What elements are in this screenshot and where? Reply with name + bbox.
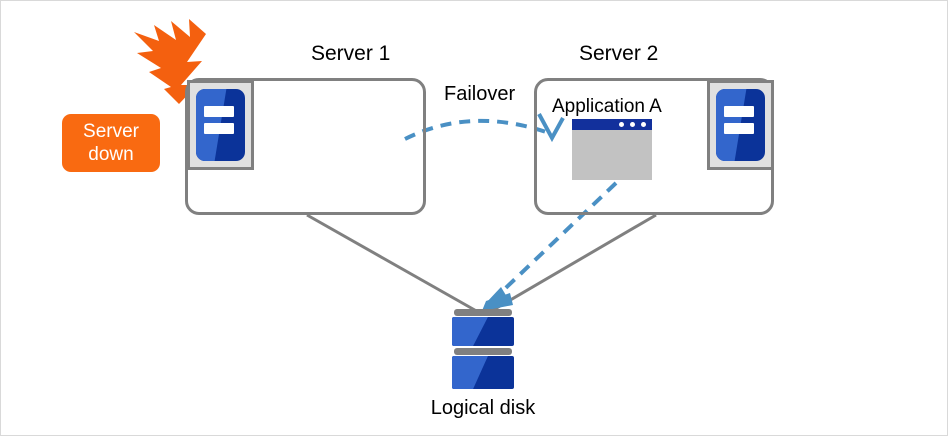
application-window-icon [572,119,652,180]
status-badge-line2: down [88,144,134,165]
disk-access-arrow-icon [482,181,618,311]
server1-box [185,78,426,215]
failover-arrow-icon [404,113,565,143]
app-window-dot [641,122,646,127]
server-machine-body [196,89,245,161]
server-machine-bar [203,106,235,118]
logical-disk-label: Logical disk [430,397,536,419]
disk-block [452,356,514,389]
status-badge-line1: Server [83,121,139,142]
server-machine-bar [723,106,755,118]
server2-title: Server 2 [579,42,659,65]
disk-bar [454,309,512,316]
app-window-dot [619,122,624,127]
connector-server2-disk [487,213,657,315]
server-machine-icon [187,80,254,170]
server-machine-bar [723,122,755,134]
disk-block [452,317,514,346]
failover-label: Failover [444,83,516,105]
server1-title: Server 1 [311,42,391,65]
app-window-titlebar [572,119,652,130]
failure-burst-icon [134,19,206,104]
application-label: Application A [552,96,662,117]
server-machine-bar [203,122,235,134]
app-window-dot [630,122,635,127]
server-machine-body [716,89,765,161]
server-machine-icon [707,80,774,170]
disk-bar [454,348,512,355]
status-badge: Server down [62,114,160,172]
logical-disk-icon [452,309,514,391]
connector-server1-disk [306,213,481,315]
